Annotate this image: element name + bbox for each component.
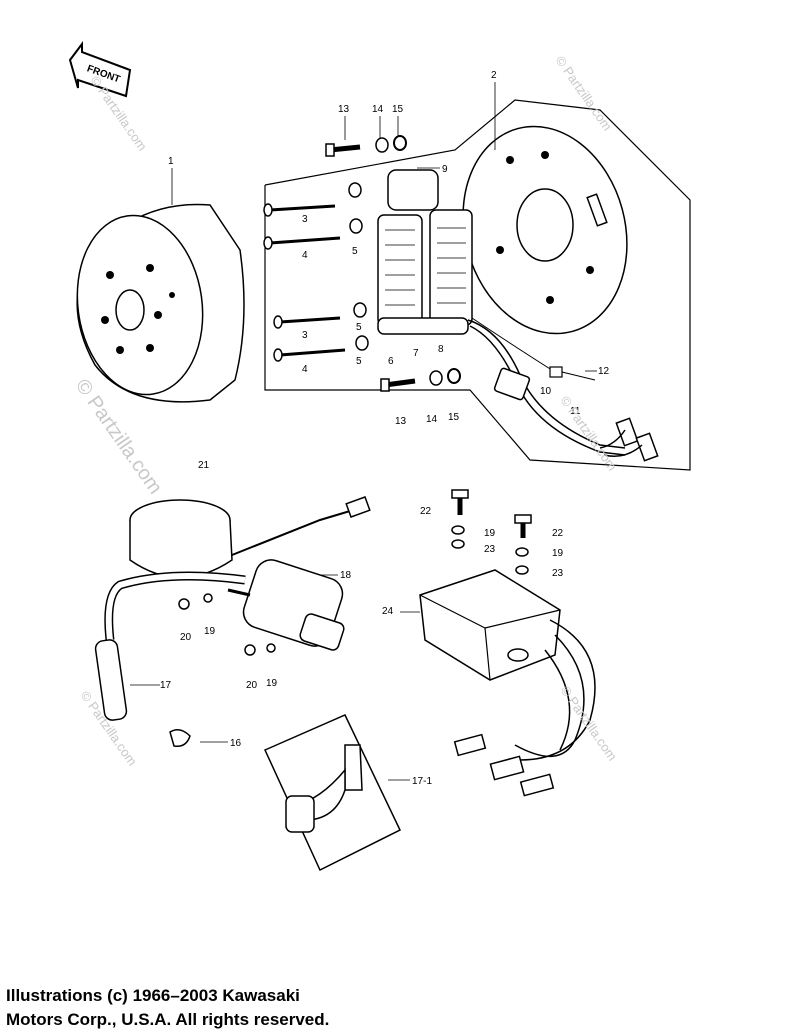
stator-group-outline	[264, 99, 691, 471]
callout-13b: 13	[395, 416, 407, 427]
callout-3b: 3	[302, 330, 308, 341]
callout-6: 6	[388, 356, 394, 367]
flywheel-rotor	[76, 203, 245, 403]
front-arrow: FRONT	[68, 41, 132, 98]
callout-1: 1	[168, 156, 174, 167]
callout-8: 8	[438, 344, 444, 355]
callout-4b: 4	[302, 364, 308, 375]
callout-21: 21	[198, 460, 210, 471]
callout-10: 10	[540, 386, 552, 397]
callout-20b: 20	[246, 680, 258, 691]
callout-18: 18	[340, 570, 352, 581]
callout-9: 9	[442, 164, 448, 175]
stator-harness	[467, 317, 659, 462]
callout-7: 7	[413, 348, 419, 359]
callout-23a: 23	[484, 544, 496, 555]
callout-23b: 23	[552, 568, 564, 579]
callout-5a: 5	[352, 246, 358, 257]
callout-3a: 3	[302, 214, 308, 225]
stator-plate	[462, 125, 628, 335]
ignition-coil	[94, 496, 371, 748]
screws-and-washers	[263, 135, 461, 392]
callout-17: 17	[160, 680, 172, 691]
callout-20a: 20	[180, 632, 192, 643]
callout-15b: 15	[448, 412, 460, 423]
callout-17-1: 17-1	[412, 776, 432, 787]
callout-labels: 1 2 3 4 3 4 5 5 5 6 7 8 9 10 11 12 13 14…	[160, 70, 610, 787]
callout-2: 2	[491, 70, 497, 81]
callout-24: 24	[382, 606, 394, 617]
callout-5c: 5	[356, 356, 362, 367]
callout-19a: 19	[204, 626, 216, 637]
callout-14a: 14	[372, 104, 384, 115]
callout-15a: 15	[392, 104, 404, 115]
copyright-notice: Illustrations (c) 1966–2003 Kawasaki Mot…	[6, 984, 426, 1032]
callout-4a: 4	[302, 250, 308, 261]
leader-lines	[130, 82, 597, 781]
callout-19b: 19	[266, 678, 278, 689]
callout-22a: 22	[420, 506, 432, 517]
copyright-line-2: Motors Corp., U.S.A. All rights reserved…	[6, 1010, 330, 1029]
stator-coils	[377, 169, 473, 335]
regulator-box	[419, 489, 596, 797]
watermark-3: © Partzilla.com	[558, 393, 621, 473]
callout-16: 16	[230, 738, 242, 749]
callout-22b: 22	[552, 528, 564, 539]
plug-cap-detail	[264, 714, 401, 872]
callout-13a: 13	[338, 104, 350, 115]
callout-14b: 14	[426, 414, 438, 425]
callout-5b: 5	[356, 322, 362, 333]
callout-11: 11	[570, 406, 581, 417]
copyright-line-1: Illustrations (c) 1966–2003 Kawasaki	[6, 986, 300, 1005]
callout-12: 12	[598, 366, 610, 377]
callout-19d: 19	[552, 548, 564, 559]
watermark-2: © Partzilla.com	[553, 53, 616, 133]
callout-19c: 19	[484, 528, 496, 539]
